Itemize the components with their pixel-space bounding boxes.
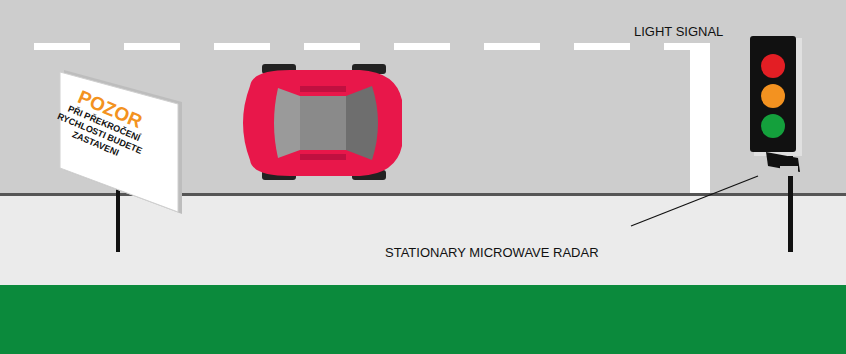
callout-label: STATIONARY MICROWAVE RADAR: [385, 245, 599, 260]
stop-line: [690, 43, 710, 193]
leader-line: [631, 176, 758, 226]
car: [243, 64, 402, 180]
grass: [0, 285, 846, 354]
radar: [766, 152, 800, 176]
traffic-light: [750, 36, 802, 252]
callout-label: LIGHT SIGNAL: [634, 24, 723, 39]
sidewalk: [0, 196, 846, 285]
